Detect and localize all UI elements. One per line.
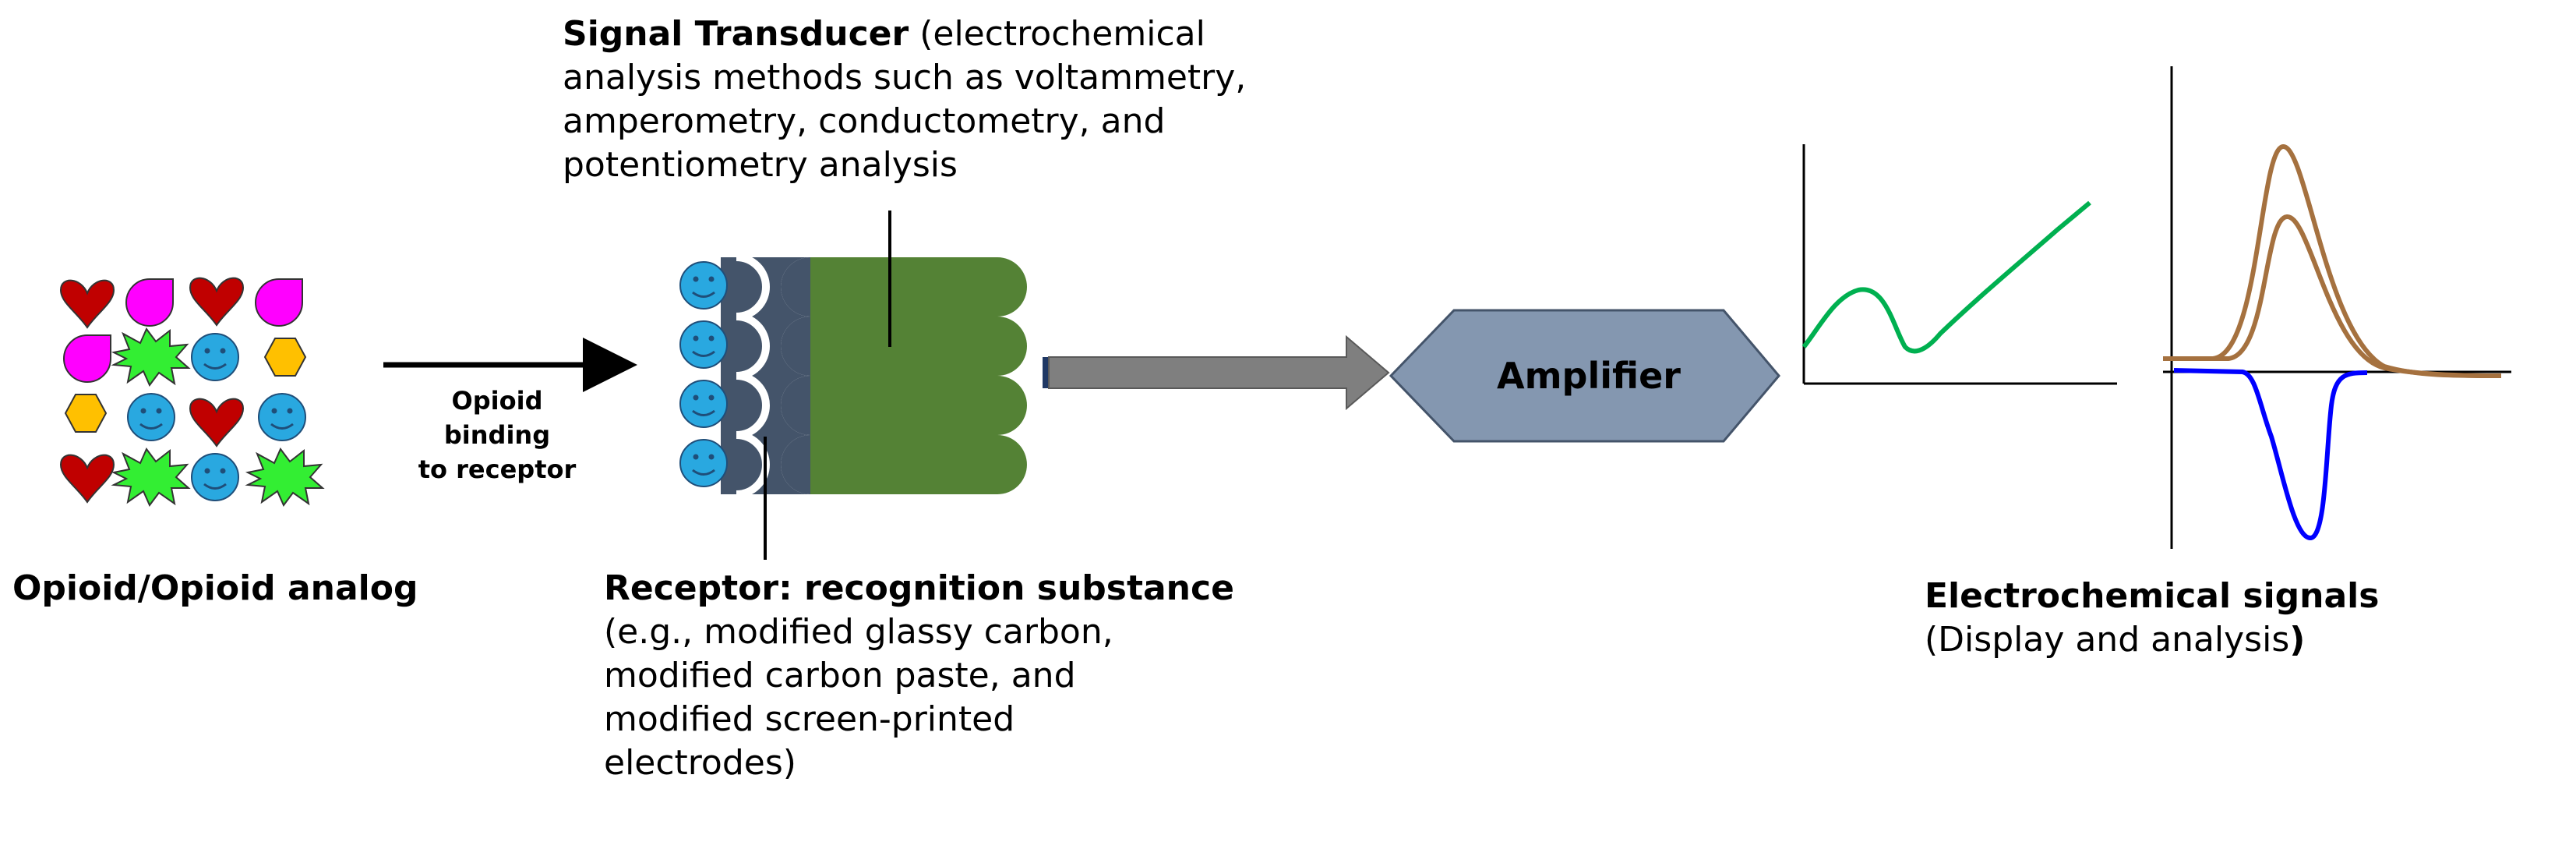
smiley-molecule-icon — [679, 260, 729, 310]
heart-molecule-icon — [60, 454, 115, 503]
signals-title: Electrochemical signals — [1925, 576, 2380, 616]
signal-transducer — [781, 257, 1027, 494]
signals-subtitle: (Display and analysis — [1925, 620, 2290, 660]
signals-close-paren: ) — [2289, 620, 2306, 660]
plot-1-green-curve — [1801, 200, 2091, 354]
hexagon-molecule-icon — [65, 394, 107, 433]
hexagon-molecule-icon — [264, 338, 306, 377]
burst-molecule-icon — [113, 328, 189, 386]
amplifier-label: Amplifier — [1497, 355, 1681, 397]
plot-2-brown-curve-lower — [2163, 214, 2502, 378]
transducer-desc-line4: potentiometry analysis — [563, 145, 958, 185]
transducer-title: Signal Transducer — [563, 14, 909, 54]
receptor-layer — [721, 253, 810, 498]
transducer-desc-line2: analysis methods such as voltammetry, — [563, 58, 1247, 97]
burst-molecule-icon — [247, 448, 323, 506]
droplet-molecule-icon — [125, 278, 174, 327]
burst-molecule-icon — [113, 448, 189, 506]
signal-plot-2 — [2163, 66, 2511, 549]
smiley-molecule-icon — [679, 320, 729, 370]
smiley-molecule-icon — [679, 438, 729, 488]
receptor-desc-line2: modified carbon paste, and — [604, 656, 1076, 695]
smiley-molecule-icon — [190, 452, 240, 502]
heart-molecule-icon — [60, 279, 115, 328]
plot-2-blue-curve — [2173, 368, 2368, 541]
signal-plot-1 — [1801, 144, 2117, 385]
plot-2-brown-curve-upper — [2163, 143, 2502, 378]
receptor-desc-line3: modified screen-printed — [604, 699, 1015, 739]
heart-molecule-icon — [189, 277, 244, 326]
binding-label: Opioid binding to receptor — [396, 384, 598, 486]
smiley-molecule-icon — [257, 392, 307, 442]
amplifier-shape — [1389, 309, 1780, 443]
transducer-desc-line1: (electrochemical — [909, 14, 1205, 54]
bound-opioid-molecules — [679, 260, 729, 488]
binding-label-line1: Opioid binding — [443, 386, 551, 450]
receptor-title: Receptor: recognition substance — [604, 568, 1234, 608]
transducer-label: Signal Transducer (electrochemical analy… — [563, 12, 1246, 187]
droplet-molecule-icon — [255, 278, 303, 327]
receptor-label: Receptor: recognition substance (e.g., m… — [604, 567, 1234, 785]
signals-label: Electrochemical signals (Display and ana… — [1925, 575, 2379, 662]
analyte-molecules — [60, 277, 323, 506]
smiley-molecule-icon — [126, 392, 176, 442]
transducer-desc-line3: amperometry, conductometry, and — [563, 101, 1166, 141]
binding-label-line2: to receptor — [418, 455, 577, 484]
smiley-molecule-icon — [679, 379, 729, 429]
receptor-desc-line1: (e.g., modified glassy carbon, — [604, 612, 1113, 652]
heart-molecule-icon — [189, 398, 244, 447]
droplet-molecule-icon — [63, 334, 111, 383]
smiley-molecule-icon — [190, 332, 240, 382]
receptor-desc-line4: electrodes) — [604, 743, 796, 783]
analyte-label: Opioid/Opioid analog — [12, 568, 418, 608]
signal-arrow — [1043, 334, 1390, 411]
